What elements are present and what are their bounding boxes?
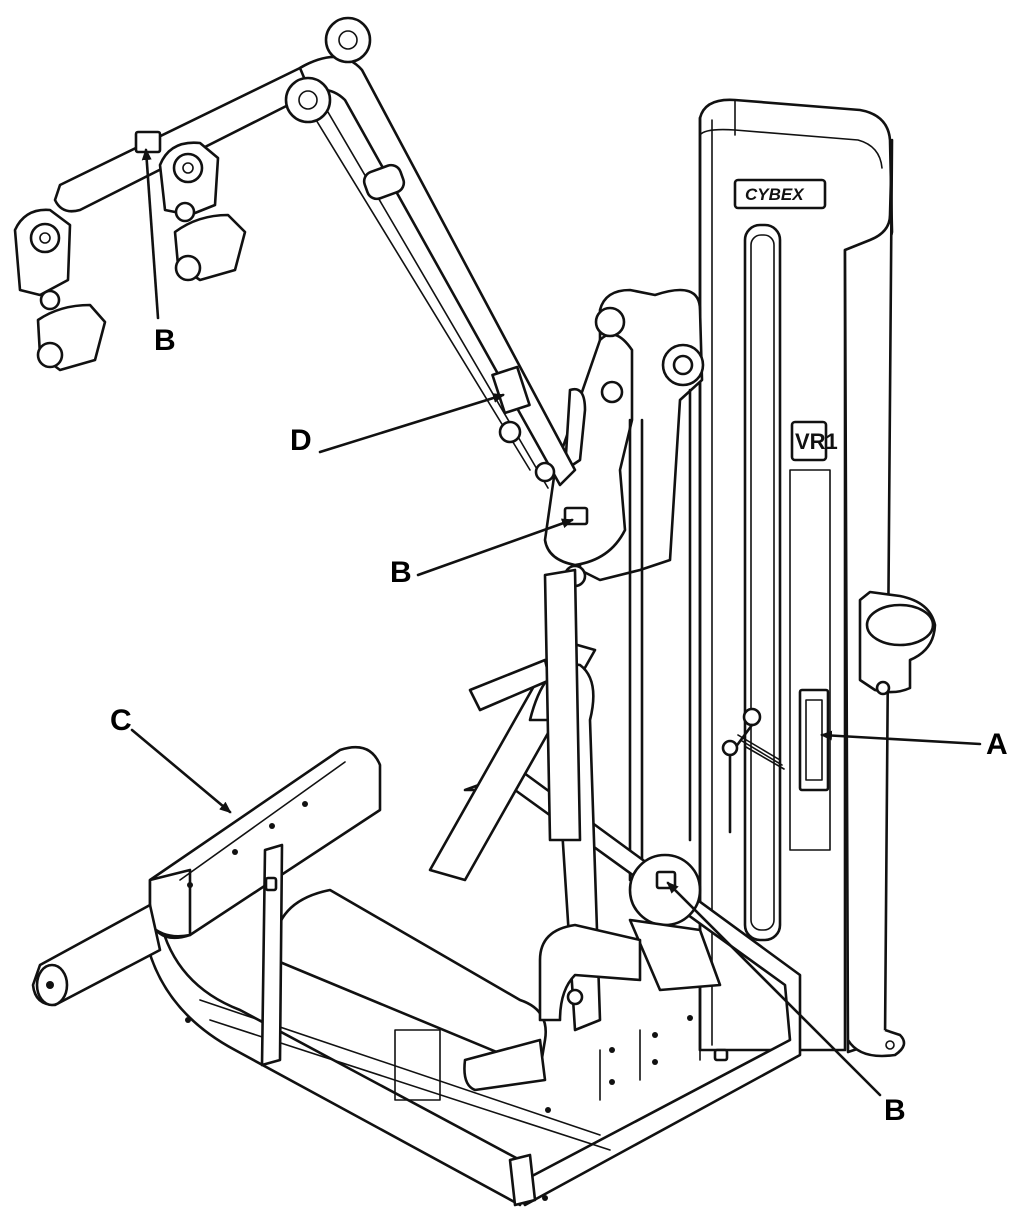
- model-badge-text: VR1: [795, 429, 838, 454]
- callout-b-mid-leader: [416, 518, 574, 577]
- left-handle[interactable]: [13, 208, 107, 372]
- thigh-pad-post: [260, 843, 284, 1067]
- arm-label-b: [134, 130, 162, 154]
- seat-assembly: [273, 568, 642, 1101]
- callout-d-label: D: [290, 424, 312, 457]
- callout-b-top-label: B: [154, 324, 176, 357]
- pull-down-arm: [53, 16, 577, 489]
- callout-b-mid-label: B: [390, 556, 412, 589]
- callout-a-leader: [820, 730, 982, 746]
- callout-c-label: C: [110, 704, 132, 737]
- lower-pulley: [628, 853, 702, 927]
- model-badge: [790, 420, 828, 462]
- thigh-pad: [31, 745, 382, 1067]
- selector-pin[interactable]: [721, 739, 739, 757]
- callout-a-label: A: [986, 728, 1008, 761]
- weight-stack-tower: CYBEX VR1: [698, 98, 937, 1058]
- callout-b-bottom-leader: [666, 881, 882, 1097]
- weight-stack-label-a: [798, 688, 830, 792]
- callout-b-top-leader: [141, 148, 160, 320]
- brand-plate: [733, 178, 827, 210]
- callouts: A B B B C D: [110, 148, 1008, 1127]
- base-frame: [143, 768, 802, 1207]
- seat-pad: [273, 888, 548, 1072]
- callout-c-leader: [130, 728, 232, 814]
- adjustment-knob[interactable]: [498, 420, 522, 444]
- callout-b-bottom-label: B: [884, 1094, 906, 1127]
- right-handle[interactable]: [158, 141, 247, 282]
- top-pulley: [324, 16, 372, 64]
- brand-logo: CYBEX: [745, 185, 805, 204]
- callout-d-leader: [318, 393, 505, 454]
- weight-pin-knob[interactable]: [742, 707, 762, 727]
